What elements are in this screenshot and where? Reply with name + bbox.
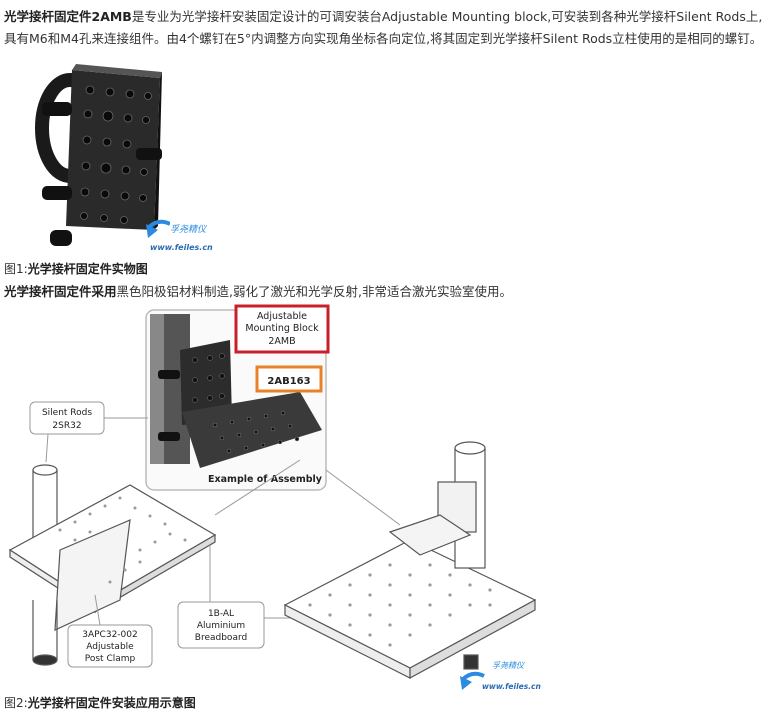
- figure1-caption: 图1:光学接杆固定件实物图: [4, 260, 148, 278]
- amb-label-box: [234, 304, 330, 354]
- inset-plate: [182, 392, 322, 468]
- amb-label-line1: Adjustable: [257, 311, 307, 322]
- breadboard-line3: Breadboard: [195, 633, 247, 643]
- intro-text-a: 是专业为光学接杆安装固定设计的可调安装台Adjustable Mounting …: [131, 9, 763, 24]
- product-photo: [35, 64, 170, 246]
- material-paragraph: 光学接杆固定件采用黑色阳极铝材料制造,弱化了激光和光学反射,非常适合激光实验室使…: [4, 281, 778, 303]
- ab163-label: 2AB163: [267, 376, 310, 387]
- watermark-cn-2: 孚尧精仪: [492, 661, 525, 670]
- watermark-logo-2: [460, 671, 485, 690]
- amb-label-line3: 2AMB: [268, 336, 295, 347]
- breadboard-line2: Aluminium: [197, 621, 245, 631]
- figure1-caption-title: 光学接杆固定件实物图: [27, 262, 148, 276]
- amb-label-line2: Mounting Block: [245, 323, 319, 334]
- assembly-diagram: Adjustable Mounting Block 2AMB 2AB163 Ex…: [8, 304, 541, 691]
- clamp-line3: Post Clamp: [85, 654, 136, 664]
- watermark-logo-1: [146, 219, 170, 238]
- silent-rods-line1: Silent Rods: [42, 408, 92, 418]
- intro-paragraph: 光学接杆固定件2AMB是专业为光学接杆安装固定设计的可调安装台Adjustabl…: [4, 6, 778, 50]
- clamp-label-box: [67, 624, 153, 668]
- breadboard-line1: 1B-AL: [208, 609, 234, 619]
- figure1-caption-prefix: 图1:: [4, 262, 28, 276]
- figure2-caption-title: 光学接杆固定件安装应用示意图: [27, 696, 196, 710]
- clamp-line2: Adjustable: [86, 642, 134, 652]
- material-strong: 光学接杆固定件采用: [4, 284, 117, 299]
- right-assembly: [283, 441, 537, 680]
- watermark-cn-1: 孚尧精仪: [170, 225, 207, 235]
- material-text: 黑色阳极铝材料制造,弱化了激光和光学反射,非常适合激光实验室使用。: [116, 284, 512, 299]
- ab163-label-box: [255, 365, 323, 393]
- intro-text-b: 具有M6和M4孔来连接组件。由4个螺钉在5°内调整方向实现角坐标各向定位,将其固…: [4, 31, 763, 46]
- breadboard-label-box: [177, 601, 265, 649]
- clamp-line1: 3APC32-002: [82, 630, 137, 640]
- product-name: 光学接杆固定件2AMB: [4, 9, 132, 24]
- figure2-caption-prefix: 图2:: [4, 696, 28, 710]
- watermark-url-1: www.feiles.cn: [150, 243, 213, 252]
- watermark-url-2: www.feiles.cn: [482, 682, 541, 691]
- figure2-caption: 图2:光学接杆固定件安装应用示意图: [4, 694, 196, 712]
- assembly-label: Example of Assembly: [208, 474, 323, 485]
- silent-rods-line2: 2SR32: [52, 421, 81, 431]
- left-assembly: [8, 464, 217, 666]
